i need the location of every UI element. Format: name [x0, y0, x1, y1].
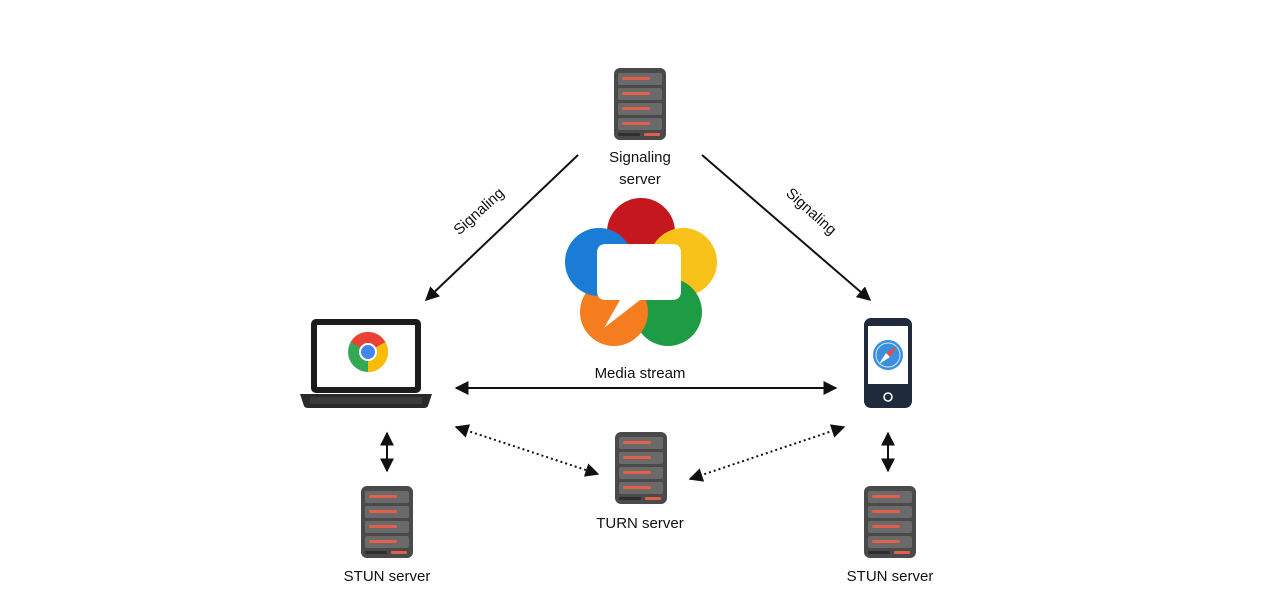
webrtc-logo-icon — [565, 198, 717, 346]
phone-safari-icon — [864, 318, 912, 408]
turn-server-label: TURN server — [596, 515, 684, 532]
stun-server-right-icon — [864, 486, 916, 558]
stun-server-left-label: STUN server — [344, 568, 431, 585]
turn-server-icon — [615, 432, 667, 504]
media-stream-label: Media stream — [595, 365, 686, 382]
signaling-server-icon — [614, 68, 666, 140]
signaling-server-label-line1: Signaling — [609, 149, 671, 166]
safari-compass-icon — [873, 340, 903, 370]
stun-server-right-label: STUN server — [847, 568, 934, 585]
turn-arrow-left — [454, 424, 600, 477]
signaling-server-label-line2: server — [619, 171, 661, 188]
stun-server-left-icon — [361, 486, 413, 558]
chrome-logo-icon — [348, 332, 388, 372]
turn-arrow-right — [688, 424, 846, 482]
signaling-arrow-left — [424, 154, 579, 301]
laptop-chrome-icon — [300, 319, 432, 408]
signaling-arrow-right — [701, 154, 872, 301]
